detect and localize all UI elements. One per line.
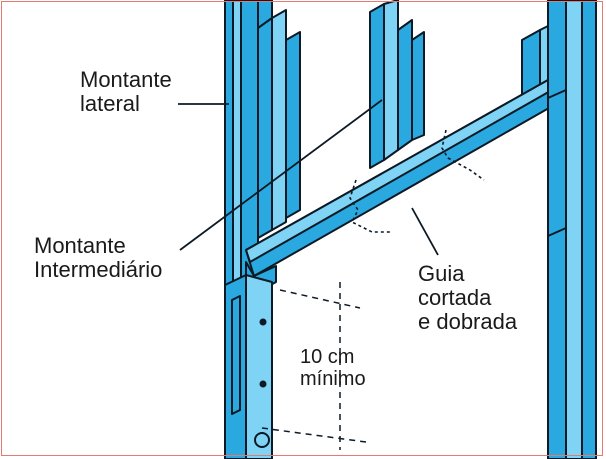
leader-guia [411, 207, 439, 256]
label-guia-line3: e dobrada [418, 309, 518, 334]
label-montante-lateral-line1: Montante [80, 67, 172, 92]
screw-holes [254, 318, 270, 448]
label-guia: Guia cortada e dobrada [418, 262, 517, 334]
label-montante-intermediario-line2: Intermediário [34, 257, 163, 282]
label-montante-lateral: Montante lateral [80, 68, 172, 116]
left-intermediate-stud [257, 9, 301, 239]
label-guia-line2: cortada [418, 285, 492, 310]
label-montante-lateral-line2: lateral [80, 91, 140, 116]
label-dimension-line2: mínimo [300, 368, 366, 390]
bent-guide-leg [224, 274, 273, 459]
label-montante-intermediario-line1: Montante [34, 233, 126, 258]
label-montante-intermediario: Montante Intermediário [34, 234, 162, 282]
label-dimension-line1: 10 cm [300, 346, 355, 368]
center-intermediate-stud [369, 0, 425, 169]
leader-montante-intermediario [179, 99, 383, 251]
label-dimension: 10 cm mínimo [300, 346, 366, 390]
right-stud [547, 0, 597, 459]
cut-marks [349, 129, 485, 233]
leader-lines [178, 99, 439, 256]
label-guia-line1: Guia [418, 261, 465, 286]
dimension-lines [261, 282, 367, 450]
